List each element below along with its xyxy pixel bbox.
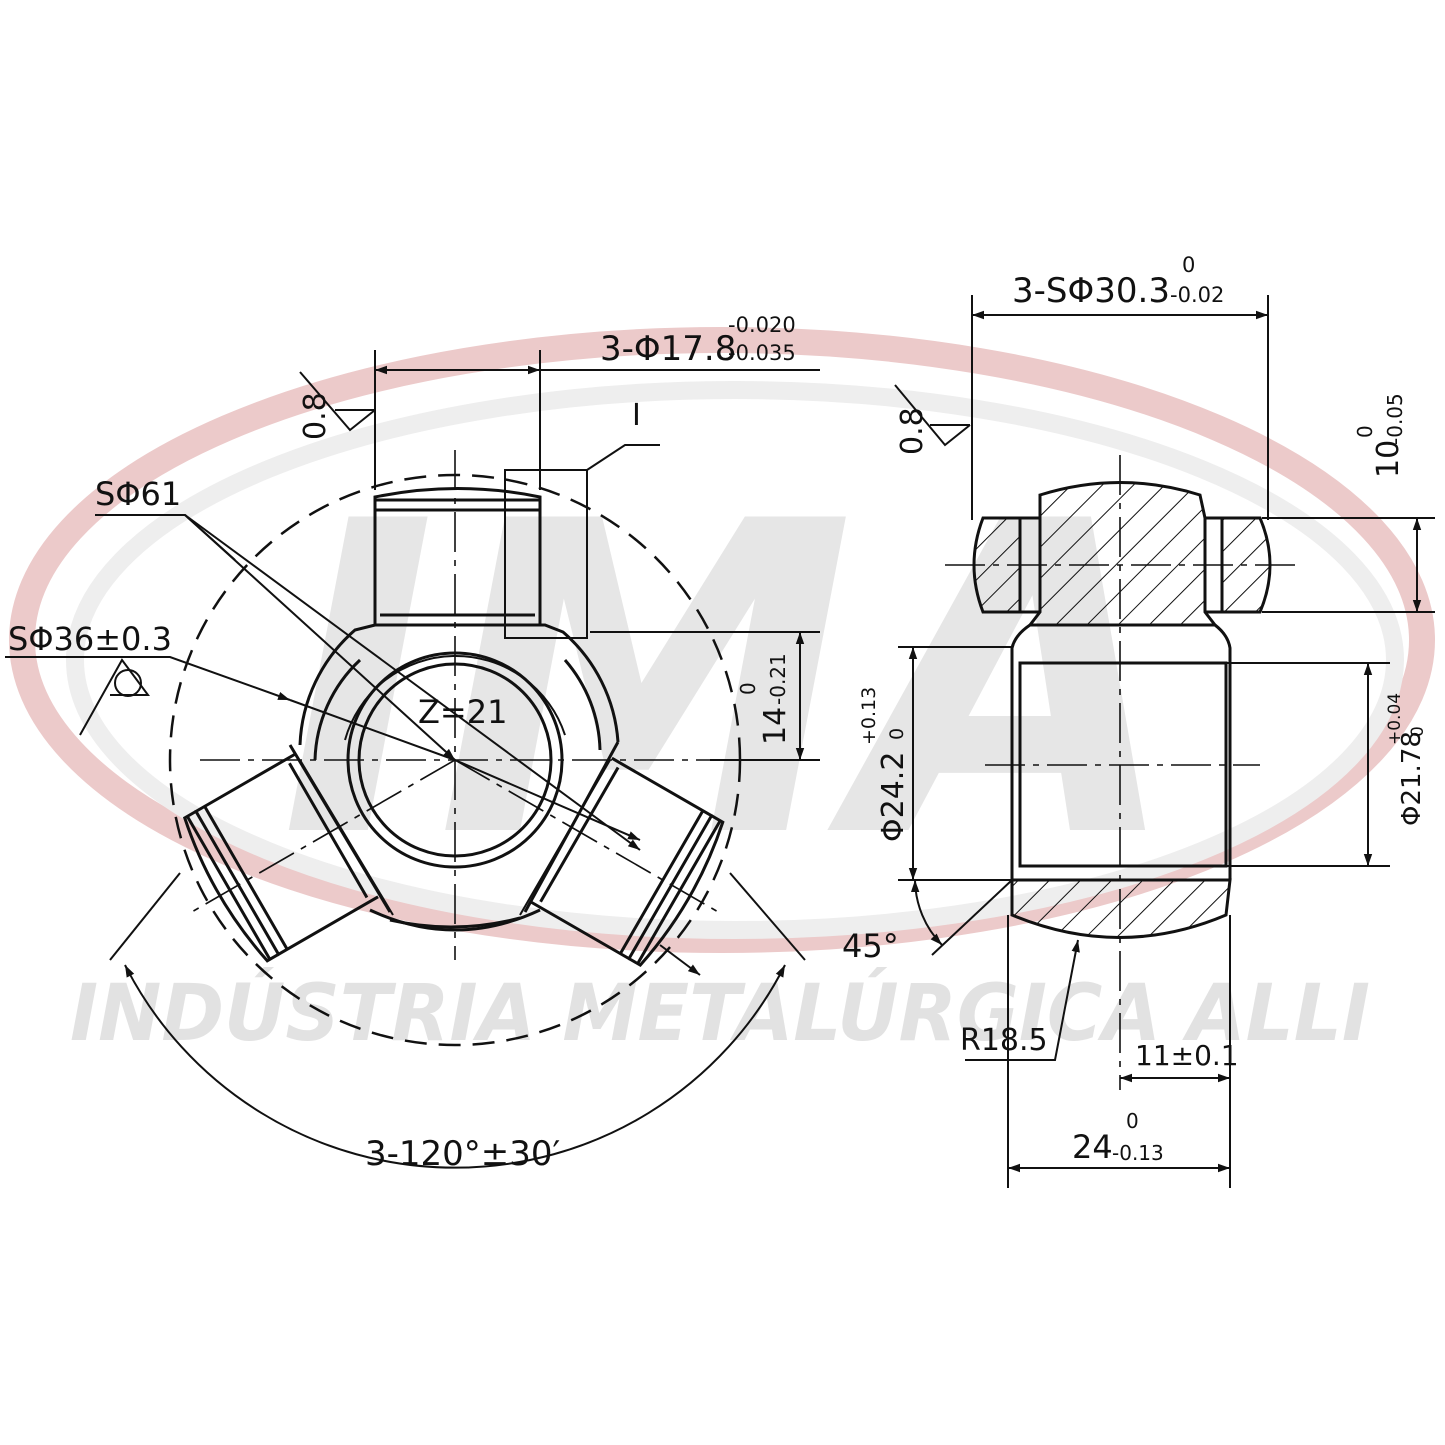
pin-left (182, 752, 379, 963)
angle-spacing-label: 3-120°±30′ (365, 1134, 560, 1174)
pin-tol-lower: -0.035 (728, 341, 796, 365)
hub-bottom-inner (389, 916, 521, 929)
inner-ring (344, 654, 566, 741)
height-tol-lower: -0.21 (766, 653, 790, 705)
thickness-tol-lower: -0.05 (1383, 393, 1407, 445)
front-centerlines (189, 450, 721, 960)
width-nominal: 24 (1072, 1128, 1113, 1166)
front-texts: 3-Φ17.8 -0.020 -0.035 I 0.8 SΦ61 SΦ36±0.… (8, 313, 796, 1174)
ball-tol-lower: -0.02 (1170, 283, 1224, 307)
detail-i-box (504, 469, 588, 639)
offset-label: 11±0.1 (1135, 1039, 1239, 1072)
body-outline (1010, 623, 1232, 880)
side-view (894, 295, 1435, 1188)
side-texts: 3-SΦ30.3 0 -0.02 0.8 10 0 -0.05 Φ24.2 +0… (842, 253, 1428, 1166)
ball-diameter-label: 3-SΦ30.3 (1012, 271, 1170, 311)
ball-tol-upper: 0 (1182, 253, 1195, 277)
pin-right (528, 756, 725, 968)
front-roughness-value: 0.8 (298, 392, 333, 440)
watermark-ellipse-inner (66, 381, 1404, 939)
pin-tol-upper: -0.020 (728, 313, 796, 337)
sphere-inner-label: SΦ36±0.3 (8, 620, 172, 658)
width-tol-lower: -0.13 (1112, 1141, 1164, 1165)
height-nominal: 14 (758, 707, 793, 745)
hub-inner-rim-right (563, 659, 602, 751)
pin-section (1026, 481, 1219, 627)
pin-diameter-label: 3-Φ17.8 (600, 329, 736, 369)
detail-mark: I (632, 398, 641, 433)
front-view (5, 350, 820, 1169)
teeth-label: Z=21 (418, 693, 507, 731)
bore-inner-label: Φ21.78 (1397, 731, 1427, 826)
sphere-outer-label: SΦ61 (95, 475, 181, 513)
bottom-section (1010, 878, 1232, 939)
pin-top (373, 487, 542, 625)
bore-inner-tol-upper: +0.04 (1385, 693, 1405, 745)
chamfer-angle-label: 45° (842, 927, 899, 965)
bore-outer-label: Φ24.2 (876, 752, 911, 842)
side-roughness-value: 0.8 (895, 407, 930, 455)
watermark-ellipse-outer (9, 327, 1435, 953)
hub-inner-rim (313, 658, 362, 761)
height-tol-upper: 0 (736, 682, 760, 695)
bore-outer-tol-lower: 0 (886, 728, 908, 740)
bore-outer-tol-upper: +0.13 (858, 687, 880, 745)
watermark-company-name: INDÚSTRIA METALÚRGICA ALLI (70, 967, 1370, 1059)
bore-inner-tol-lower: 0 (1408, 726, 1428, 737)
thickness-nominal: 10 (1371, 440, 1406, 478)
radius-label: R18.5 (960, 1023, 1048, 1058)
watermark: IMA INDÚSTRIA METALÚRGICA ALLI (9, 327, 1435, 1059)
width-tol-upper: 0 (1126, 1109, 1139, 1133)
thickness-tol-upper: 0 (1353, 425, 1377, 438)
